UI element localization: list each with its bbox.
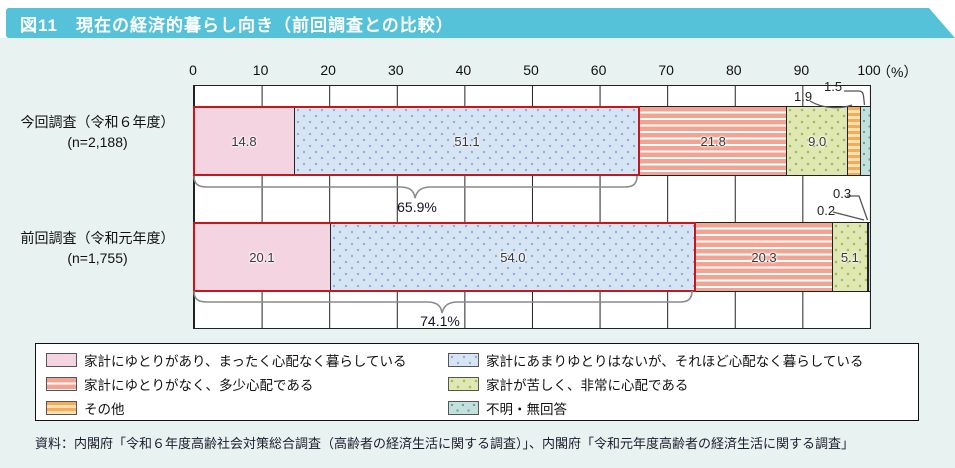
segment-value: 5.1 xyxy=(840,249,859,265)
axis-tick-20: 20 xyxy=(320,62,336,78)
row-label-current-line1: 今回調査（令和６年度） xyxy=(20,114,175,130)
legend-swatch-salmon-stripes xyxy=(46,377,77,391)
legend-label: 家計が苦しく、非常に心配である xyxy=(486,378,689,393)
axis-tick-60: 60 xyxy=(590,62,607,78)
segment-value: 21.8 xyxy=(700,133,726,149)
legend-swatch-teal-dots xyxy=(448,401,479,415)
legend-label: その他 xyxy=(84,402,125,417)
segment-very-worried: 9.0 xyxy=(786,107,848,175)
legend-swatch-pink xyxy=(46,353,77,367)
row-label-previous-line2: (n=1,755) xyxy=(67,250,128,267)
segment-value: 54.0 xyxy=(500,249,526,265)
segment-value: 14.8 xyxy=(231,133,257,149)
group-total-previous: 74.1% xyxy=(420,313,460,329)
row-label-current: 今回調査（令和６年度） (n=2,188) xyxy=(10,112,185,153)
segment-comfortable: 14.8 xyxy=(194,107,294,175)
legend-swatch-orange-stripes xyxy=(46,401,77,415)
callout-no-answer-previous: 0.3 xyxy=(833,186,852,201)
segment-comfortable: 20.1 xyxy=(194,223,330,291)
axis-tick-0: 0 xyxy=(189,62,197,78)
segment-somewhat-worried: 20.3 xyxy=(694,223,833,291)
legend-item-no-answer: 不明・無回答 xyxy=(448,398,567,418)
segment-other xyxy=(866,223,868,291)
figure-title-bar: 図11 現在の経済的暮らし向き（前回調査との比較） xyxy=(6,8,955,38)
legend-item-somewhat-worried: 家計にゆとりがなく、多少心配である xyxy=(46,374,313,394)
group-total-current: 65.9% xyxy=(397,199,437,215)
legend-item-comfortable: 家計にゆとりがあり、まったく心配なく暮らしている xyxy=(46,350,407,370)
segment-value: 20.3 xyxy=(751,249,777,265)
segment-not-much-leeway: 54.0 xyxy=(329,223,695,291)
axis-tick-90: 90 xyxy=(793,62,810,78)
axis-tick-10: 10 xyxy=(252,62,269,78)
segment-very-worried: 5.1 xyxy=(832,223,867,291)
legend-item-not-much-leeway: 家計にあまりゆとりはないが、それほど心配なく暮らしている xyxy=(448,350,863,370)
source-note: 資料：内閣府「令和６年度高齢社会対策総合調査（高齢者の経済生活に関する調査）」、… xyxy=(35,436,855,451)
axis-tick-30: 30 xyxy=(388,62,404,78)
legend-box: 家計にゆとりがあり、まったく心配なく暮らしている 家計にゆとりがなく、多少心配で… xyxy=(35,343,919,421)
axis-tick-100: 100 xyxy=(857,62,881,78)
legend-swatch-blue-dots xyxy=(448,353,479,367)
row-label-previous-line1: 前回調査（令和元年度） xyxy=(20,230,175,246)
legend-label: 不明・無回答 xyxy=(486,402,567,417)
callout-no-answer-current: 1.5 xyxy=(824,79,843,94)
segment-somewhat-worried: 21.8 xyxy=(639,107,787,175)
callout-other-previous: 0.2 xyxy=(817,203,836,218)
legend-label: 家計にゆとりがなく、多少心配である xyxy=(84,378,314,393)
legend-item-very-worried: 家計が苦しく、非常に心配である xyxy=(448,374,688,394)
segment-not-much-leeway: 51.1 xyxy=(293,107,640,175)
axis-tick-70: 70 xyxy=(658,62,674,78)
legend-label: 家計にゆとりがあり、まったく心配なく暮らしている xyxy=(84,354,407,369)
callout-other-current: 1.9 xyxy=(794,89,813,104)
segment-no-answer xyxy=(859,107,870,175)
axis-tick-40: 40 xyxy=(455,62,472,78)
figure-title: 図11 現在の経済的暮らし向き（前回調査との比較） xyxy=(20,15,454,35)
row-label-previous: 前回調査（令和元年度） (n=1,755) xyxy=(10,228,185,269)
bar-current-survey: 14.8 51.1 21.8 9.0 xyxy=(193,106,870,176)
legend-label: 家計にあまりゆとりはないが、それほど心配なく暮らしている xyxy=(486,354,864,369)
segment-value: 9.0 xyxy=(808,133,827,149)
axis-tick-50: 50 xyxy=(523,62,539,78)
segment-value: 51.1 xyxy=(454,133,480,149)
legend-item-other: その他 xyxy=(46,398,125,418)
segment-no-answer xyxy=(867,223,870,291)
row-label-current-line2: (n=2,188) xyxy=(67,134,128,151)
axis-tick-80: 80 xyxy=(726,62,742,78)
bar-previous-survey: 20.1 54.0 20.3 5.1 xyxy=(193,222,870,292)
axis-unit-label: （%） xyxy=(877,64,918,80)
segment-value: 20.1 xyxy=(249,249,275,265)
segment-other xyxy=(847,107,860,175)
legend-swatch-green-dots xyxy=(448,377,479,391)
plot-area: 14.8 51.1 21.8 9.0 20.1 54.0 20.3 5.1 xyxy=(193,85,871,329)
